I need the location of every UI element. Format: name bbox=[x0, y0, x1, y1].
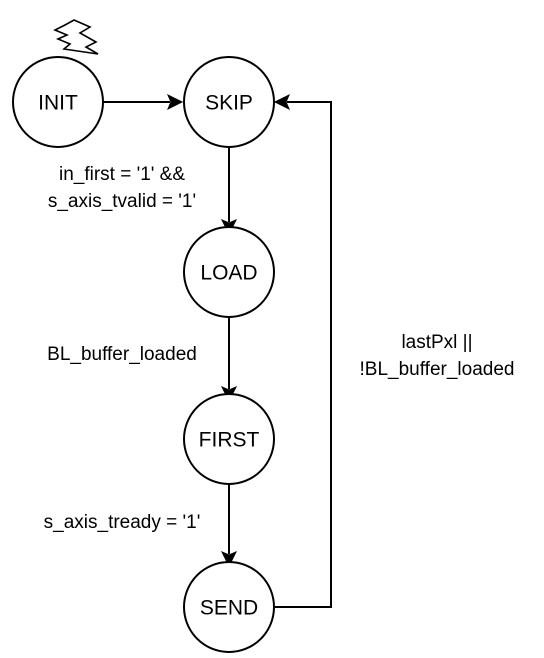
label-load-to-first: BL_buffer_loaded bbox=[47, 344, 197, 365]
state-first: FIRST bbox=[183, 393, 275, 485]
state-send-label: SEND bbox=[200, 597, 258, 620]
transition-init-to-skip bbox=[104, 93, 184, 111]
label-send-to-skip: lastPxl || !BL_buffer_loaded bbox=[360, 332, 515, 380]
state-load: LOAD bbox=[183, 226, 275, 318]
label-skip-to-load-line-2: s_axis_tvalid = '1' bbox=[48, 191, 196, 212]
state-load-label: LOAD bbox=[200, 262, 257, 285]
state-send: SEND bbox=[183, 561, 275, 653]
transition-skip-to-load bbox=[220, 147, 238, 236]
transition-send-to-skip bbox=[273, 93, 332, 608]
transition-first-to-send bbox=[220, 484, 238, 568]
state-init-label: INIT bbox=[38, 92, 78, 115]
transition-load-to-first bbox=[220, 316, 238, 403]
label-first-to-send: s_axis_tready = '1' bbox=[44, 512, 201, 533]
state-skip: SKIP bbox=[183, 56, 275, 148]
lightning-bolt-icon bbox=[53, 19, 99, 55]
label-send-to-skip-line-2: !BL_buffer_loaded bbox=[360, 359, 515, 380]
state-init: INIT bbox=[12, 56, 104, 148]
state-first-label: FIRST bbox=[199, 429, 260, 452]
label-skip-to-load: in_first = '1' && s_axis_tvalid = '1' bbox=[48, 164, 196, 212]
label-skip-to-load-line-1: in_first = '1' && bbox=[59, 164, 185, 185]
state-skip-label: SKIP bbox=[205, 92, 253, 115]
label-send-to-skip-line-1: lastPxl || bbox=[401, 332, 472, 353]
